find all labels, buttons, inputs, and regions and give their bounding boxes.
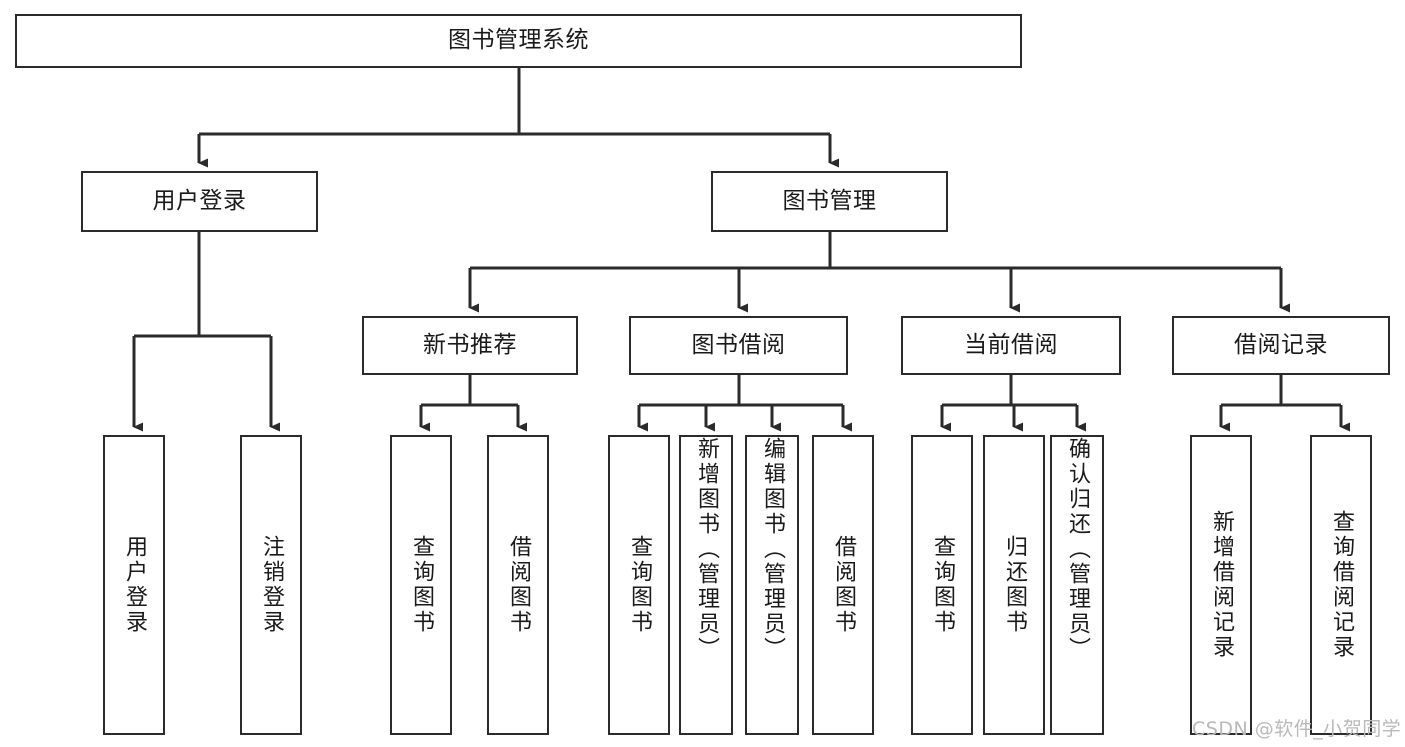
node-leaf-return-book-label: 归还图书 <box>1002 535 1027 635</box>
node-leaf-logout[interactable]: 注销登录 <box>240 435 302 735</box>
node-new-book-rec[interactable]: 新书推荐 <box>362 316 578 375</box>
node-leaf-return-book[interactable]: 归还图书 <box>983 435 1045 735</box>
node-user-login-label: 用户登录 <box>152 187 247 214</box>
node-user-login[interactable]: 用户登录 <box>81 171 318 232</box>
node-leaf-edit-book-label: 编辑图书（管理员） <box>760 437 785 662</box>
node-current-borrow-label: 当前借阅 <box>964 331 1058 358</box>
node-leaf-query-record-label: 查询借阅记录 <box>1329 510 1354 660</box>
node-book-manage-label: 图书管理 <box>782 187 877 214</box>
node-borrow-record[interactable]: 借阅记录 <box>1172 316 1390 375</box>
node-leaf-query-book-1-label: 查询图书 <box>409 535 434 635</box>
node-leaf-query-book-2-label: 查询图书 <box>627 535 652 635</box>
node-current-borrow[interactable]: 当前借阅 <box>901 316 1121 375</box>
node-root[interactable]: 图书管理系统 <box>15 14 1022 68</box>
node-leaf-user-login-label: 用户登录 <box>122 535 147 635</box>
node-new-book-rec-label: 新书推荐 <box>423 331 517 358</box>
node-leaf-query-book-3[interactable]: 查询图书 <box>911 435 973 735</box>
node-leaf-add-book[interactable]: 新增图书（管理员） <box>679 435 733 735</box>
node-leaf-borrow-book-1-label: 借阅图书 <box>506 535 531 635</box>
csdn-watermark: CSDN @软件_小贺同学 <box>1192 718 1402 740</box>
node-book-manage[interactable]: 图书管理 <box>711 171 948 232</box>
node-leaf-borrow-book-2-label: 借阅图书 <box>831 535 856 635</box>
node-leaf-add-record-label: 新增借阅记录 <box>1209 510 1234 660</box>
node-leaf-add-book-label: 新增图书（管理员） <box>694 437 719 662</box>
node-leaf-logout-label: 注销登录 <box>259 535 284 635</box>
node-book-borrow[interactable]: 图书借阅 <box>629 316 848 375</box>
node-leaf-edit-book[interactable]: 编辑图书（管理员） <box>745 435 799 735</box>
node-leaf-confirm-return-label: 确认归还（管理员） <box>1065 437 1090 662</box>
node-leaf-query-record[interactable]: 查询借阅记录 <box>1310 435 1372 735</box>
node-leaf-user-login[interactable]: 用户登录 <box>103 435 165 735</box>
node-book-borrow-label: 图书借阅 <box>691 331 786 358</box>
node-leaf-query-book-3-label: 查询图书 <box>930 535 955 635</box>
node-leaf-borrow-book-1[interactable]: 借阅图书 <box>487 435 549 735</box>
node-root-label: 图书管理系统 <box>448 27 589 54</box>
node-borrow-record-label: 借阅记录 <box>1234 331 1328 358</box>
node-leaf-borrow-book-2[interactable]: 借阅图书 <box>812 435 874 735</box>
node-leaf-query-book-2[interactable]: 查询图书 <box>608 435 670 735</box>
node-leaf-query-book-1[interactable]: 查询图书 <box>390 435 452 735</box>
node-leaf-add-record[interactable]: 新增借阅记录 <box>1190 435 1252 735</box>
node-leaf-confirm-return[interactable]: 确认归还（管理员） <box>1050 435 1104 735</box>
